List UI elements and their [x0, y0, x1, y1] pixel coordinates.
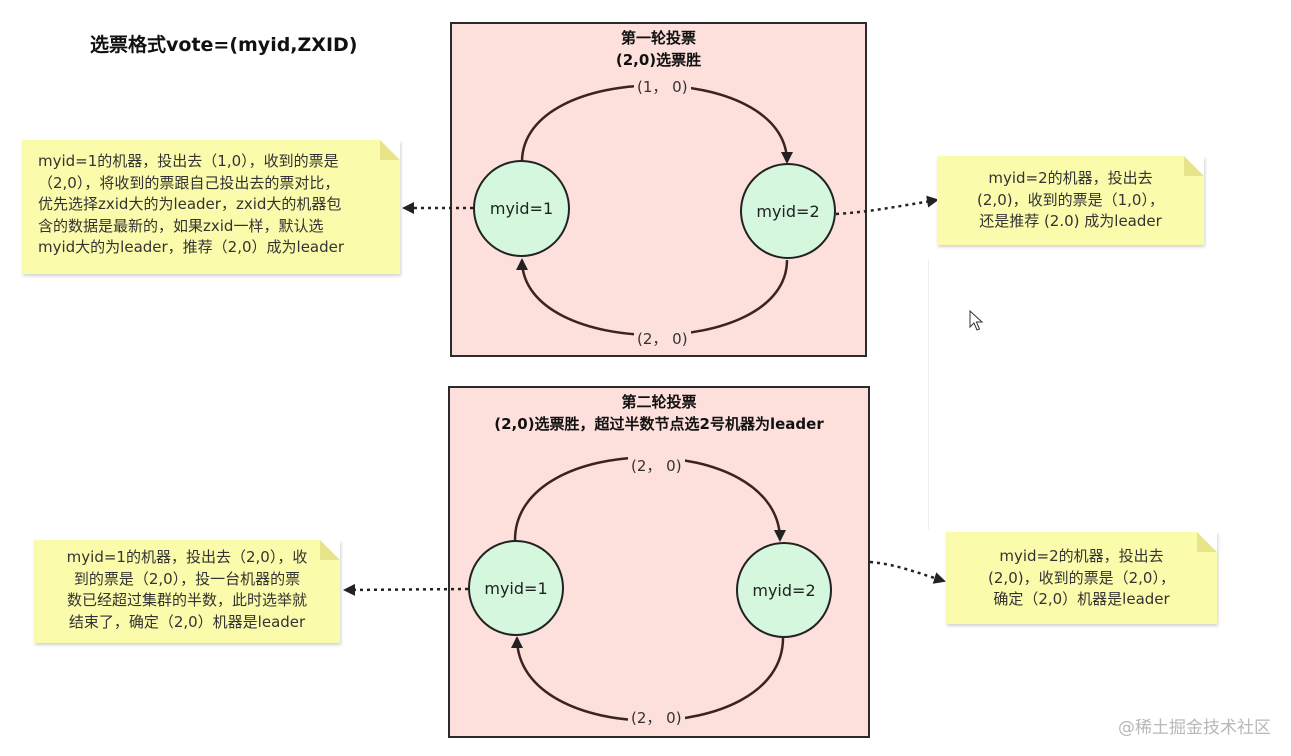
- vote-format-heading: 选票格式vote=(myid,ZXID): [90, 34, 358, 56]
- note-line: 结束了，确定（2,0）机器是leader: [68, 612, 306, 631]
- round2-title: 第二轮投票: [621, 393, 697, 411]
- note-line: myid=1的机器，投出去（1,0），收到的票是: [38, 152, 339, 170]
- round2-right-connector: [869, 560, 946, 584]
- round2-node-myid1: myid=1: [468, 540, 564, 636]
- note-line: 到的票是（2,0），投一台机器的票: [73, 569, 301, 588]
- note-line: 含的数据是最新的，如果zxid一样，默认选: [38, 216, 324, 235]
- round1-node-myid2: myid=2: [740, 163, 836, 259]
- round2-top-label: (2， 0): [628, 455, 685, 476]
- round2-subtitle: (2,0)选票胜，超过半数节点选2号机器为leader: [494, 415, 824, 433]
- note-line: 确定（2,0）机器是leader: [993, 590, 1170, 608]
- note-fold-icon: [1197, 532, 1217, 552]
- note-line: 优先选择zxid大的为leader，zxid大的机器包: [38, 195, 342, 213]
- note-fold-icon: [320, 540, 340, 560]
- round1-left-note: myid=1的机器，投出去（1,0），收到的票是 （2,0），将收到的票跟自己投…: [22, 140, 400, 274]
- round2-left-connector: [343, 583, 469, 596]
- round1-right-connector: [835, 195, 939, 216]
- note-line: (2,0)，收到的票是（1,0），: [977, 190, 1164, 209]
- divider-line: [928, 260, 929, 530]
- round2-right-note: myid=2的机器，投出去 (2,0)，收到的票是（2,0）， 确定（2,0）机…: [946, 532, 1217, 624]
- round1-top-label: (1， 0): [634, 76, 691, 97]
- round2-bottom-label: (2， 0): [628, 707, 685, 728]
- note-fold-icon: [380, 140, 400, 160]
- note-fold-icon: [1184, 156, 1204, 176]
- note-line: 数已经超过集群的半数，此时选举就: [66, 591, 307, 609]
- note-line: myid=2的机器，投出去: [988, 169, 1153, 187]
- round1-subtitle: (2,0)选票胜: [615, 51, 702, 69]
- note-line: myid=1的机器，投出去（2,0），收: [66, 548, 308, 566]
- round1-bottom-label: (2， 0): [634, 328, 691, 349]
- round1-title: 第一轮投票: [620, 29, 696, 47]
- note-line: (2,0)，收到的票是（2,0），: [988, 568, 1175, 587]
- round1-node-myid1: myid=1: [473, 160, 570, 257]
- note-line: 还是推荐 (2.0) 成为leader: [979, 212, 1162, 230]
- round1-right-note: myid=2的机器，投出去 (2,0)，收到的票是（1,0）， 还是推荐 (2.…: [937, 156, 1204, 245]
- watermark: @稀土掘金技术社区: [1118, 718, 1271, 738]
- note-line: （2,0），将收到的票跟自己投出去的票对比，: [38, 173, 340, 192]
- note-line: myid=2的机器，投出去: [999, 547, 1164, 565]
- round2-left-note: myid=1的机器，投出去（2,0），收 到的票是（2,0），投一台机器的票 数…: [34, 540, 340, 643]
- note-line: myid大的为leader，推荐（2,0）成为leader: [38, 238, 345, 256]
- round1-bottom-arrow: [516, 258, 789, 337]
- round2-node-myid2: myid=2: [736, 542, 832, 638]
- cursor-arrow-icon: [969, 310, 984, 331]
